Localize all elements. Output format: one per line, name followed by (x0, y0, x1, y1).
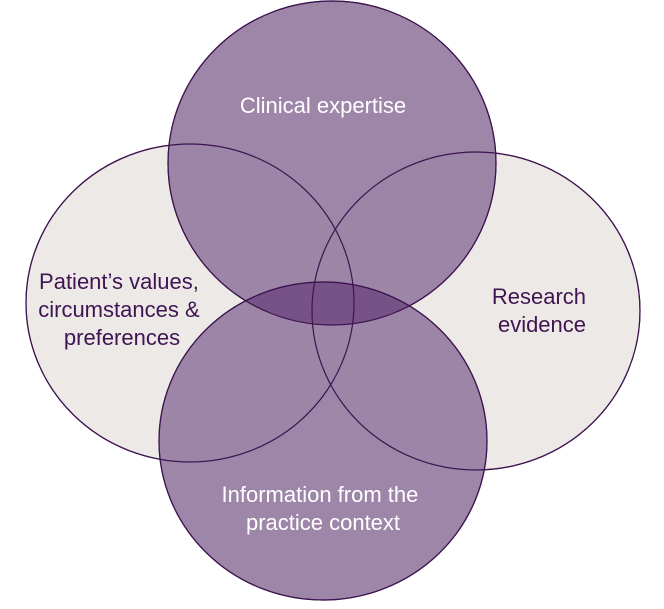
label-line: preferences (64, 325, 180, 350)
label-clinical-expertise: Clinical expertise (240, 93, 406, 118)
label-patient-values: Patient’s values, circumstances & prefer… (38, 269, 206, 350)
circle-clinical-expertise (167, 0, 497, 326)
label-line: Information from the (222, 482, 419, 507)
label-line: Patient’s values, (39, 269, 199, 294)
label-line: evidence (498, 312, 586, 337)
label-research-evidence: Research evidence (492, 284, 592, 337)
circle-outlines (25, 0, 641, 601)
circle-practice-context (158, 281, 488, 601)
label-line: Research (492, 284, 586, 309)
label-line: Clinical expertise (240, 93, 406, 118)
label-line: practice context (246, 510, 400, 535)
label-line: circumstances & (38, 297, 200, 322)
label-practice-context: Information from the practice context (222, 482, 425, 535)
